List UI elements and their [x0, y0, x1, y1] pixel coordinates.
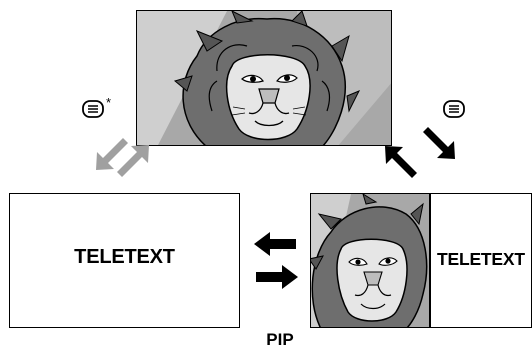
lion-picture — [137, 11, 391, 145]
black-arrow-up-left — [385, 146, 420, 178]
teletext-screen: TELETEXT — [9, 193, 240, 328]
gray-arrow-down-left — [96, 135, 128, 170]
asterisk-marker: * — [106, 95, 112, 110]
teletext-button-icon-right — [443, 100, 465, 118]
black-arrow-left — [254, 232, 296, 256]
teletext-button-icon-left — [82, 100, 104, 118]
pip-screen: TELETEXT — [310, 193, 532, 328]
pip-teletext-label: TELETEXT — [437, 249, 525, 269]
teletext-label: TELETEXT — [74, 246, 175, 268]
pip-lion-picture — [311, 194, 429, 327]
black-arrow-right — [256, 265, 298, 289]
pip-caption: PIP — [266, 330, 294, 349]
black-arrow-down-right — [420, 127, 455, 159]
pip-divider — [429, 194, 431, 327]
gray-arrow-up-right — [117, 145, 149, 180]
tv-picture-screen — [136, 10, 392, 146]
